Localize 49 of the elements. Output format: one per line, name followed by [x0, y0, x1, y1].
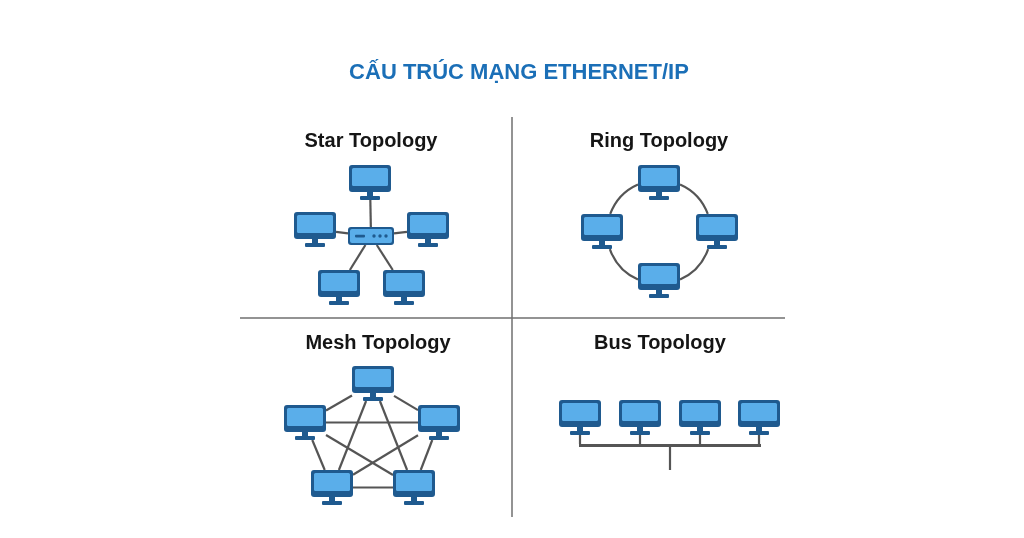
- monitor-icon: [349, 165, 391, 200]
- section-heading: Star Topology: [304, 128, 438, 152]
- monitor-icon: [383, 270, 425, 305]
- monitor-icon: [407, 212, 449, 247]
- monitor-icon: [294, 212, 336, 247]
- monitor-icon: [393, 470, 435, 505]
- monitor-icon: [311, 470, 353, 505]
- monitor-icon: [418, 405, 460, 440]
- monitor-icon: [619, 400, 661, 435]
- cable-line: [608, 248, 639, 281]
- cable-line: [352, 434, 419, 476]
- cable-line: [335, 230, 349, 235]
- monitor-icon: [638, 263, 680, 298]
- monitor-icon: [284, 405, 326, 440]
- monitor-icon: [738, 400, 780, 435]
- cable-line: [325, 394, 353, 412]
- section-heading: Ring Topology: [589, 128, 729, 152]
- cable-line: [311, 439, 326, 471]
- cable-line: [353, 486, 393, 489]
- cable-line: [337, 400, 368, 471]
- bus-line: [579, 444, 761, 447]
- monitor-icon: [318, 270, 360, 305]
- cable-line: [419, 439, 434, 471]
- cable-line: [348, 244, 367, 271]
- cable-line: [393, 394, 419, 412]
- monitor-icon: [679, 400, 721, 435]
- switch-icon: [348, 227, 394, 245]
- monitor-icon: [581, 214, 623, 249]
- cable-line: [698, 435, 702, 444]
- cable-line: [375, 244, 394, 271]
- cable-line: [638, 435, 642, 444]
- cable-line: [679, 248, 710, 281]
- cable-line: [668, 447, 672, 470]
- section-heading: Bus Topology: [594, 330, 726, 354]
- cable-line: [325, 434, 394, 476]
- cable-line: [369, 199, 372, 228]
- cable-line: [609, 183, 639, 215]
- cable-line: [757, 435, 761, 444]
- section-heading: Mesh Topology: [305, 330, 451, 354]
- cable-line: [326, 421, 418, 424]
- cable-line: [679, 183, 709, 215]
- monitor-icon: [559, 400, 601, 435]
- cable-line: [393, 230, 408, 235]
- cable-line: [378, 400, 409, 471]
- title: CẤU TRÚC MẠNG ETHERNET/IP: [349, 59, 689, 85]
- monitor-icon: [696, 214, 738, 249]
- monitor-icon: [352, 366, 394, 401]
- cable-line: [578, 435, 582, 444]
- monitor-icon: [638, 165, 680, 200]
